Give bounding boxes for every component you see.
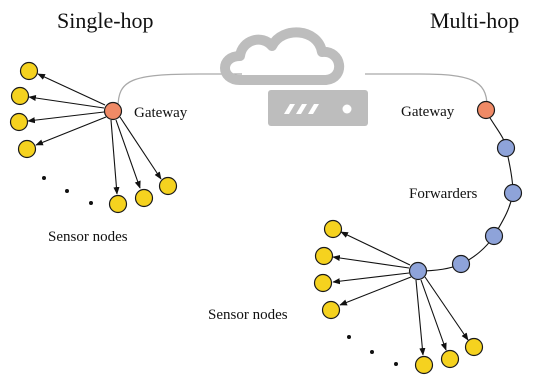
sensor-node: [17, 139, 37, 159]
sensor-node: [440, 349, 460, 369]
sensor-node: [321, 300, 341, 320]
sensor-nodes-label-left: Sensor nodes: [48, 229, 128, 245]
forwarder-node: [451, 254, 471, 274]
multi-hop-title: Multi-hop: [430, 8, 519, 33]
gateway-label-right: Gateway: [401, 104, 455, 120]
forwarder-node: [484, 226, 504, 246]
gateway-node-left: [103, 101, 123, 121]
sensor-node: [313, 273, 333, 293]
forwarder-node: [496, 138, 516, 158]
server-icon: [268, 90, 368, 126]
gateway-label-left: Gateway: [134, 105, 188, 121]
forwarders-label: Forwarders: [409, 186, 477, 202]
sensor-node: [464, 337, 484, 357]
sensor-node: [19, 61, 39, 81]
multi-hop-edges: [332, 231, 469, 356]
sensor-node: [108, 194, 128, 214]
sensor-node: [414, 355, 434, 375]
ellipsis-dots-left: [42, 176, 93, 205]
single-hop-title: Single-hop: [57, 8, 154, 33]
sensor-node: [134, 188, 154, 208]
gateway-node-right: [476, 100, 496, 120]
right-uplink: [365, 73, 488, 107]
hub-forwarder-node: [408, 261, 428, 281]
sensor-node: [158, 176, 178, 196]
single-hop-edges: [27, 73, 162, 195]
sensor-node: [314, 246, 334, 266]
ellipsis-dots-right: [347, 335, 398, 366]
sensor-node: [10, 86, 30, 106]
cloud-icon: [220, 27, 345, 85]
forwarder-node: [503, 183, 523, 203]
sensor-node: [323, 219, 343, 239]
left-uplink: [117, 73, 242, 109]
sensor-nodes-label-right: Sensor nodes: [208, 307, 288, 323]
sensor-node: [9, 112, 29, 132]
